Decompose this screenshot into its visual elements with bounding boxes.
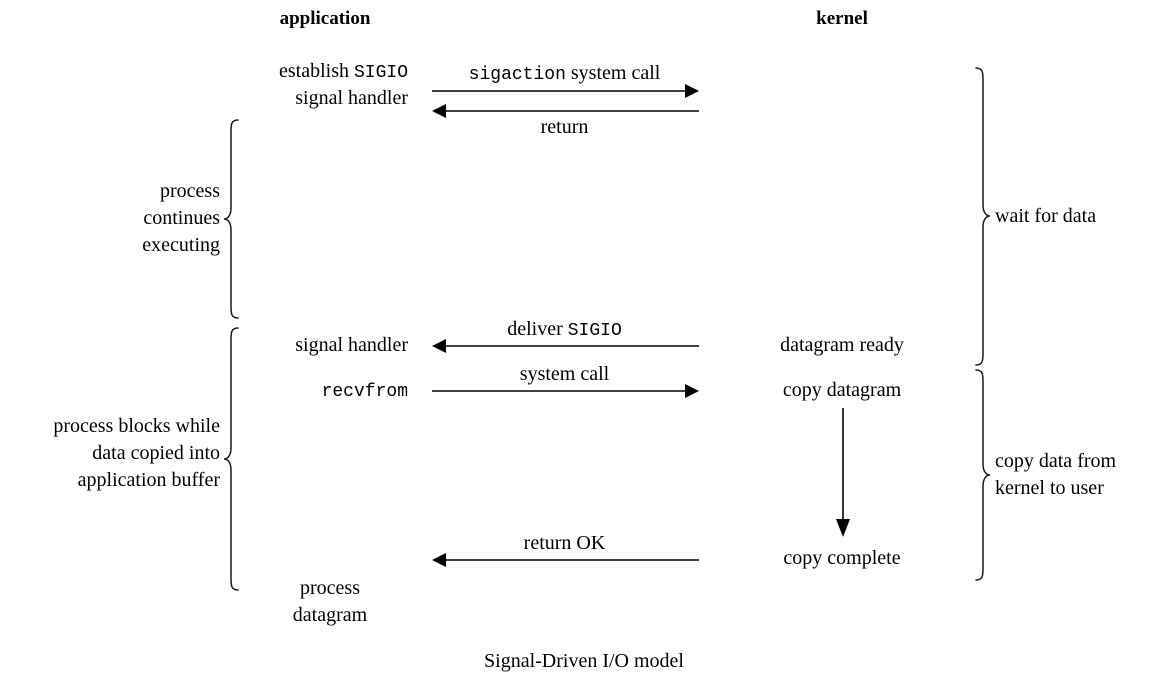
arrow-system-call	[432, 384, 699, 398]
sigaction-suffix: system call	[565, 62, 661, 84]
brace-process-continues-executing	[223, 119, 239, 319]
arrow-return-ok	[432, 553, 699, 567]
brace-process-blocks	[223, 327, 239, 591]
brace-label-process-blocks-line3: application buffer	[77, 469, 220, 491]
app-step-signal-handler: signal handler	[295, 334, 408, 356]
arrow-sigaction-system-call	[432, 84, 699, 98]
brace-wait-for-data	[975, 67, 991, 366]
app-step-process-datagram-line1: process	[300, 577, 360, 599]
arrow-label-return-ok: return OK	[523, 532, 606, 554]
sigaction-code: sigaction	[468, 65, 566, 85]
app-step-process-datagram-line2: datagram	[292, 604, 368, 626]
app-step-recvfrom: recvfrom	[188, 377, 408, 406]
kernel-step-datagram-ready: datagram ready	[780, 334, 904, 356]
arrow-label-return: return	[540, 116, 589, 138]
app-step-establish-line1: establish SIGIO	[188, 58, 408, 87]
arrow-label-system-call: system call	[519, 363, 610, 385]
arrow-return	[432, 104, 699, 118]
diagram-caption: Signal-Driven I/O model	[484, 650, 684, 672]
brace-label-process-blocks-line2: data copied into	[92, 442, 220, 464]
brace-label-process-continues-line2: continues	[143, 207, 220, 229]
app-step-establish-word: establish	[278, 60, 354, 82]
kernel-step-copy-complete: copy complete	[783, 547, 901, 569]
arrow-label-deliver-sigio: deliver SIGIO	[432, 318, 697, 341]
kernel-step-copy-datagram: copy datagram	[782, 379, 902, 401]
arrow-copy-vertical	[836, 408, 850, 537]
recvfrom-code: recvfrom	[321, 382, 408, 402]
brace-label-process-continues-line1: process	[160, 180, 220, 202]
app-step-establish-line2: signal handler	[295, 87, 408, 109]
deliver-prefix: deliver	[507, 318, 568, 340]
brace-label-copy-data-line1: copy data from	[995, 450, 1117, 472]
arrow-deliver-sigio	[432, 339, 699, 353]
arrow-label-sigaction-system-call: sigaction system call	[432, 62, 697, 85]
brace-label-copy-data-line2: kernel to user	[995, 477, 1104, 499]
brace-label-process-blocks-line1: process blocks while	[53, 415, 220, 437]
sigio-code-2: SIGIO	[567, 321, 622, 341]
brace-copy-data-from-kernel-to-user	[975, 369, 991, 581]
brace-label-process-continues-line3: executing	[142, 234, 220, 256]
column-header-application: application	[279, 8, 371, 29]
brace-label-wait-for-data: wait for data	[995, 205, 1097, 227]
column-header-kernel: kernel	[816, 8, 868, 29]
sigio-code-1: SIGIO	[353, 63, 408, 83]
